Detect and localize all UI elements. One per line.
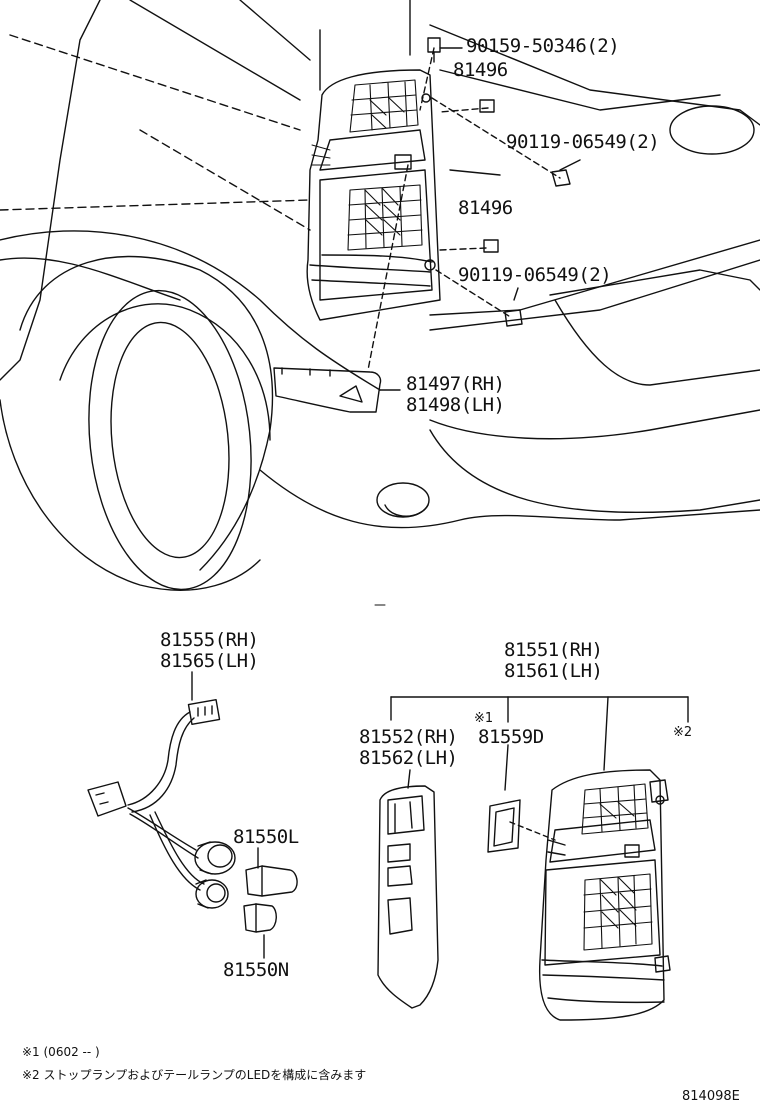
label-81551-rh: 81551(RH) (504, 639, 603, 661)
label-81562-lh: 81562(LH) (359, 747, 458, 769)
label-90159-50346: 90159-50346(2) (466, 35, 620, 57)
socket-wire-assembly (87, 699, 236, 909)
label-81559d: 81559D (478, 726, 544, 748)
rear-lamp-installed (306, 69, 441, 321)
label-81550l: 81550L (233, 826, 299, 848)
marker-note1: ※1 (474, 711, 494, 726)
label-81550n: 81550N (223, 959, 289, 981)
rear-lamp-assembly (538, 769, 671, 1021)
bulbs (243, 865, 298, 933)
fasteners-upper (367, 37, 581, 371)
footnote-1: ※1 (0602 -- ) (22, 1045, 100, 1059)
label-81496-mid: 81496 (458, 197, 513, 219)
label-81555-rh: 81555(RH) (160, 629, 259, 651)
label-81565-lh: 81565(LH) (160, 650, 259, 672)
leader-lines-lower (191, 671, 689, 959)
label-90119-06549-mid: 90119-06549(2) (458, 264, 612, 286)
marker-note2: ※2 (673, 725, 693, 740)
label-81496-top: 81496 (453, 59, 508, 81)
footnote-2: ※2 ストップランプおよびテールランプのLEDを構成に含みます (22, 1068, 367, 1082)
label-81552-rh: 81552(RH) (359, 726, 458, 748)
label-90119-06549-top: 90119-06549(2) (506, 131, 660, 153)
label-81497-rh: 81497(RH) (406, 373, 505, 395)
label-81561-lh: 81561(LH) (504, 660, 603, 682)
diagram-code: 814098E (682, 1089, 740, 1104)
reflector-part (273, 367, 401, 413)
label-81498-lh: 81498(LH) (406, 394, 505, 416)
garnish-part (377, 785, 439, 1009)
vehicle-body (0, 0, 760, 606)
gasket-part (487, 799, 521, 853)
